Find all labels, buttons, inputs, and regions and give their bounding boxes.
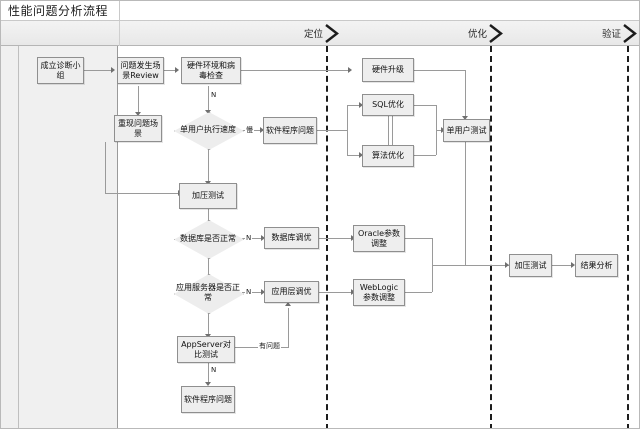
left-gutter: [1, 46, 19, 428]
phase-label-locate: 定位: [304, 29, 324, 40]
edge: [432, 265, 509, 266]
edge: [392, 115, 393, 146]
edge-label-has-problem: 有问题: [258, 342, 281, 350]
edge: [347, 105, 360, 106]
node-appserver-compare[interactable]: AppServer对比测试: [177, 336, 235, 363]
edge-arrow: [111, 67, 115, 73]
edge: [405, 292, 432, 293]
edge: [138, 86, 139, 114]
phase-divider-2: [490, 46, 492, 428]
edge: [414, 70, 465, 71]
edge-arrow: [135, 112, 141, 116]
title-bar: 性能问题分析流程: [1, 1, 639, 21]
edge: [242, 238, 263, 239]
edge: [414, 105, 436, 106]
edge-arrow: [359, 152, 363, 158]
edge: [388, 115, 389, 146]
edge-arrow: [571, 262, 575, 268]
node-scenario-review[interactable]: 问题发生场景Review: [117, 57, 164, 84]
phase-divider-1: [326, 46, 328, 428]
edge: [319, 292, 352, 293]
node-algorithm-tuning[interactable]: 算法优化: [362, 145, 414, 167]
node-form-team[interactable]: 成立诊断小组: [37, 57, 84, 84]
node-oracle-params[interactable]: Oracle参数调整: [353, 225, 405, 252]
edge: [208, 257, 209, 288]
chevron-right-icon: [325, 24, 339, 43]
phase-label-verify: 验证: [602, 29, 622, 40]
phase-label-optimize: 优化: [468, 29, 488, 40]
node-app-tuning[interactable]: 应用层调优: [264, 281, 319, 303]
node-verify-load-test[interactable]: 加压测试: [509, 254, 552, 277]
edge: [465, 70, 466, 118]
edge: [208, 363, 209, 384]
edge-arrow: [261, 235, 265, 241]
decision-label: 数据库是否正常: [180, 233, 236, 243]
edge: [242, 292, 263, 293]
decision-label: 单用户执行速度: [180, 125, 236, 134]
decision-database-normal[interactable]: 数据库是否正常: [174, 220, 244, 259]
edge-arrow: [359, 102, 363, 108]
edge-label-n: N: [210, 91, 218, 99]
edge-label-slow: 慢: [245, 126, 254, 134]
edge: [405, 238, 432, 239]
edge-arrow: [260, 127, 264, 133]
swimlane-label-column: [19, 46, 118, 428]
page-title: 性能问题分析流程: [8, 4, 109, 18]
node-reproduce-scenario[interactable]: 重现问题场景: [114, 115, 162, 142]
chevron-right-icon: [489, 24, 503, 43]
node-load-test[interactable]: 加压测试: [179, 183, 237, 209]
edge: [241, 70, 349, 71]
edge: [552, 265, 573, 266]
decision-appserver-normal[interactable]: 应用服务器是否正常: [174, 274, 244, 314]
chevron-right-icon: [623, 24, 637, 43]
edge-arrow: [261, 289, 265, 295]
decision-single-user-speed[interactable]: 单用户执行速度: [174, 112, 244, 150]
edge: [347, 155, 360, 156]
node-result-analysis[interactable]: 结果分析: [575, 254, 618, 277]
node-sql-tuning[interactable]: SQL优化: [362, 94, 414, 116]
edge-label-n: N: [245, 234, 253, 242]
edge: [105, 142, 106, 193]
edge: [436, 130, 443, 131]
edge-label-n: N: [245, 288, 253, 296]
edge-arrow: [285, 302, 291, 306]
edge: [208, 312, 209, 336]
node-software-issue-bottom[interactable]: 软件程序问题: [181, 386, 235, 413]
edge: [208, 148, 209, 183]
node-hw-virus-check[interactable]: 硬件环境和病毒检查: [181, 57, 241, 84]
node-db-tuning[interactable]: 数据库调优: [264, 227, 319, 249]
edge-label-n: N: [210, 366, 218, 374]
title-divider: [119, 1, 120, 21]
phase-band: 定位 优化 验证: [1, 21, 639, 46]
edge: [319, 238, 352, 239]
edge-arrow: [348, 67, 352, 73]
band-divider: [119, 21, 120, 46]
edge: [288, 308, 289, 348]
node-hardware-upgrade[interactable]: 硬件升级: [362, 58, 414, 82]
node-weblogic-params[interactable]: WebLogic参数调整: [353, 279, 405, 306]
edge: [347, 105, 348, 155]
decision-label: 应用服务器是否正常: [176, 283, 240, 302]
edge-arrow: [505, 262, 509, 268]
edge-arrow: [175, 67, 179, 73]
edge: [414, 155, 436, 156]
edge: [465, 142, 466, 265]
node-single-user-test[interactable]: 单用户测试: [443, 119, 490, 142]
edge-arrow: [205, 382, 211, 386]
phase-divider-3: [627, 46, 629, 428]
edge-arrow: [205, 110, 211, 114]
edge-arrow: [462, 116, 468, 120]
diagram-canvas: N 慢 N N 有问题: [1, 46, 639, 428]
edge: [105, 193, 179, 194]
edge: [317, 130, 347, 131]
node-software-issue-top[interactable]: 软件程序问题: [263, 117, 317, 144]
edge: [84, 70, 112, 71]
edge: [208, 86, 209, 112]
edge: [164, 70, 176, 71]
